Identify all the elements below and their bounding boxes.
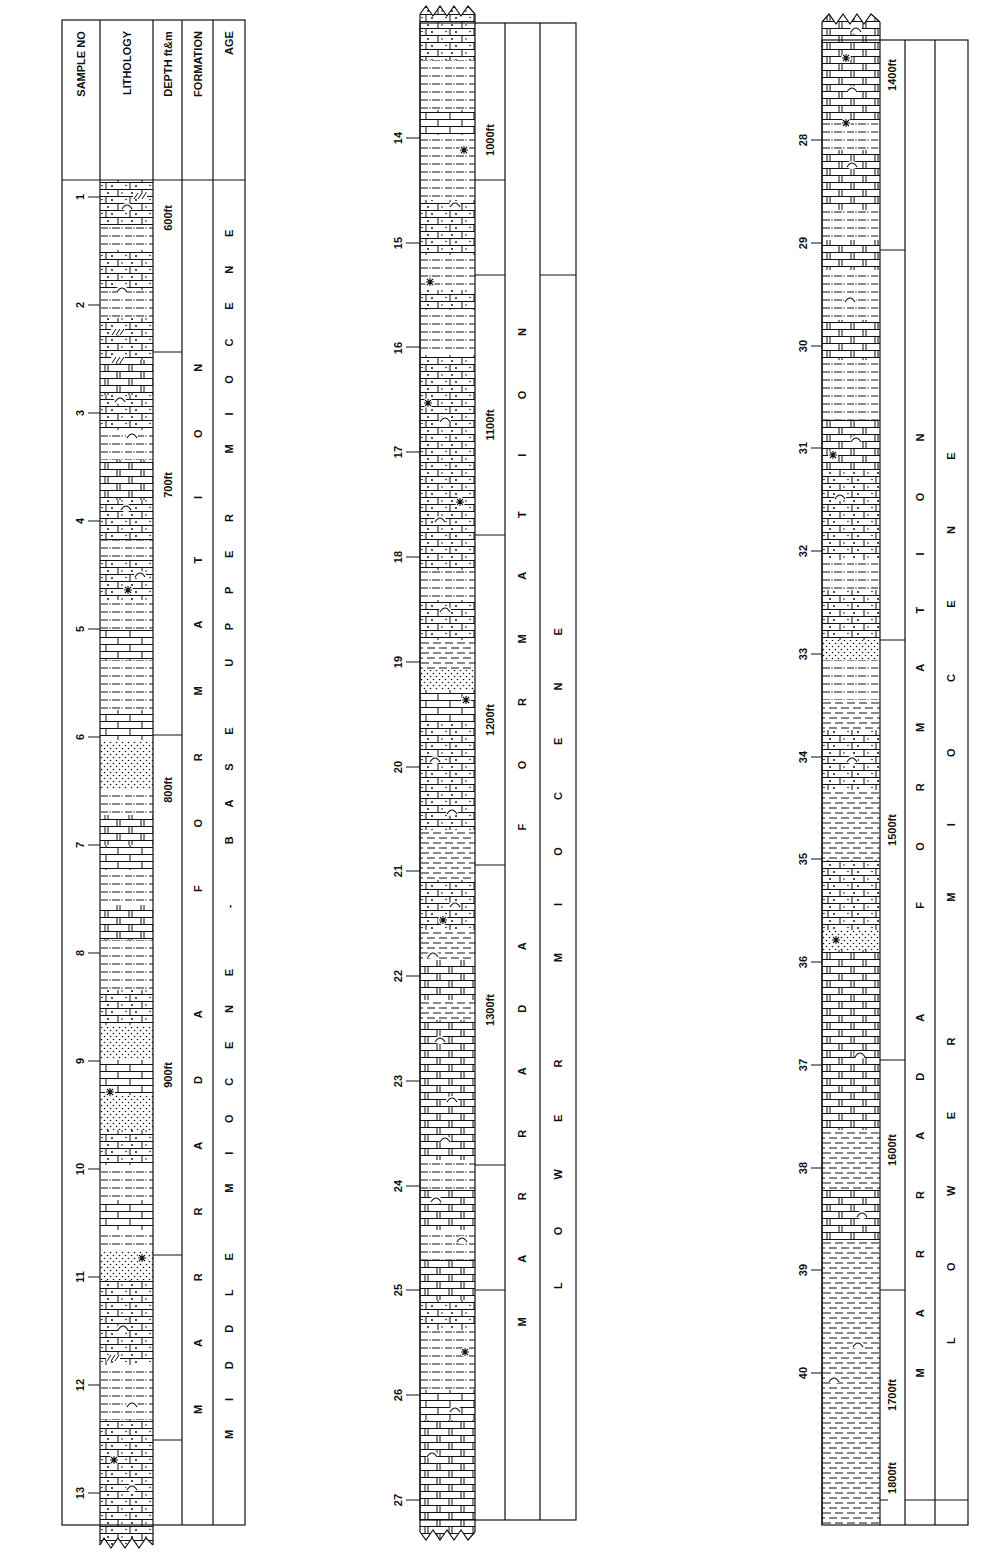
sample-number: 40 bbox=[798, 1366, 809, 1380]
depth-label: 1400ft bbox=[887, 58, 898, 92]
hatch-symbols bbox=[106, 193, 147, 1361]
sample-number: 13 bbox=[75, 1486, 86, 1500]
lithology-column bbox=[822, 0, 880, 1530]
age-label: MIDDLE MIOCENE - BASE UPPER MIOCENE bbox=[224, 200, 235, 1440]
depth-label: 1700ft bbox=[887, 1378, 898, 1412]
sample-number: 21 bbox=[393, 864, 404, 878]
sample-number: 26 bbox=[393, 1388, 404, 1402]
sample-number: 15 bbox=[393, 236, 404, 250]
sample-number: 33 bbox=[798, 647, 809, 661]
sample-number: 29 bbox=[798, 236, 809, 250]
sample-number: 38 bbox=[798, 1160, 809, 1174]
sample-number: 18 bbox=[393, 550, 404, 564]
depth-label: 1800ft bbox=[887, 1461, 898, 1495]
sample-number: 37 bbox=[798, 1058, 809, 1072]
depth-label: 900ft bbox=[163, 1061, 174, 1089]
sample-number: 16 bbox=[393, 340, 404, 354]
depth-label: 800ft bbox=[163, 776, 174, 804]
depth-label: 600ft bbox=[163, 204, 174, 232]
depth-label: 1600ft bbox=[887, 1133, 898, 1167]
sample-number: 4 bbox=[75, 517, 86, 525]
sample-number: 14 bbox=[393, 131, 404, 145]
sample-number: 28 bbox=[798, 133, 809, 147]
sample-number: 1 bbox=[75, 193, 86, 201]
sample-number: 8 bbox=[75, 949, 86, 957]
sample-number: 2 bbox=[75, 301, 86, 309]
age-label: LOWER MIOCENE bbox=[553, 580, 564, 1290]
column-frames bbox=[62, 6, 968, 1548]
sample-number: 24 bbox=[393, 1179, 404, 1193]
sample-number: 36 bbox=[798, 955, 809, 969]
depth-label: 1200ft bbox=[485, 703, 496, 737]
column-header: AGE bbox=[224, 30, 235, 56]
sample-number: 9 bbox=[75, 1057, 86, 1065]
sample-number: 12 bbox=[75, 1378, 86, 1392]
sample-number: 32 bbox=[798, 544, 809, 558]
sample-number: 39 bbox=[798, 1263, 809, 1277]
sample-number: 27 bbox=[393, 1493, 404, 1507]
depth-label: 1000ft bbox=[485, 123, 496, 157]
sample-number: 31 bbox=[798, 441, 809, 455]
column-header: DEPTH ft&m bbox=[163, 30, 174, 97]
sample-number: 23 bbox=[393, 1074, 404, 1088]
depth-label: 1100ft bbox=[485, 408, 496, 441]
sample-number: 17 bbox=[393, 445, 404, 459]
depth-label: 700ft bbox=[163, 471, 174, 499]
star-symbols bbox=[105, 53, 851, 1465]
column-header: SAMPLE NO bbox=[76, 30, 87, 97]
age-label: LOWER MIOCENE bbox=[946, 385, 957, 1345]
depth-label: 1500ft bbox=[887, 813, 898, 847]
sample-number: 19 bbox=[393, 655, 404, 669]
sample-number: 22 bbox=[393, 969, 404, 983]
sample-number: 30 bbox=[798, 338, 809, 352]
sample-number: 3 bbox=[75, 409, 86, 417]
lithology-column bbox=[420, 0, 475, 1550]
sample-number: 11 bbox=[75, 1270, 86, 1284]
sample-number: 5 bbox=[75, 625, 86, 633]
sample-number: 10 bbox=[75, 1162, 86, 1176]
sample-number: 34 bbox=[798, 749, 809, 763]
formation-name: MARRADA FORMATION bbox=[517, 273, 528, 1328]
lithology-column bbox=[100, 180, 153, 1550]
formation-name: MARRADA FORMATION bbox=[915, 382, 926, 1379]
depth-label: 1300ft bbox=[485, 993, 496, 1027]
sample-number: 35 bbox=[798, 852, 809, 866]
sample-number: 7 bbox=[75, 841, 86, 849]
sample-number: 20 bbox=[393, 759, 404, 773]
formation-name: MARRADA FORMATION bbox=[193, 305, 204, 1415]
column-header: LITHOLOGY bbox=[122, 30, 133, 96]
sample-number: 6 bbox=[75, 733, 86, 741]
column-header: FORMATION bbox=[193, 30, 204, 98]
sample-number: 25 bbox=[393, 1283, 404, 1297]
fossil-symbols bbox=[114, 26, 868, 1492]
